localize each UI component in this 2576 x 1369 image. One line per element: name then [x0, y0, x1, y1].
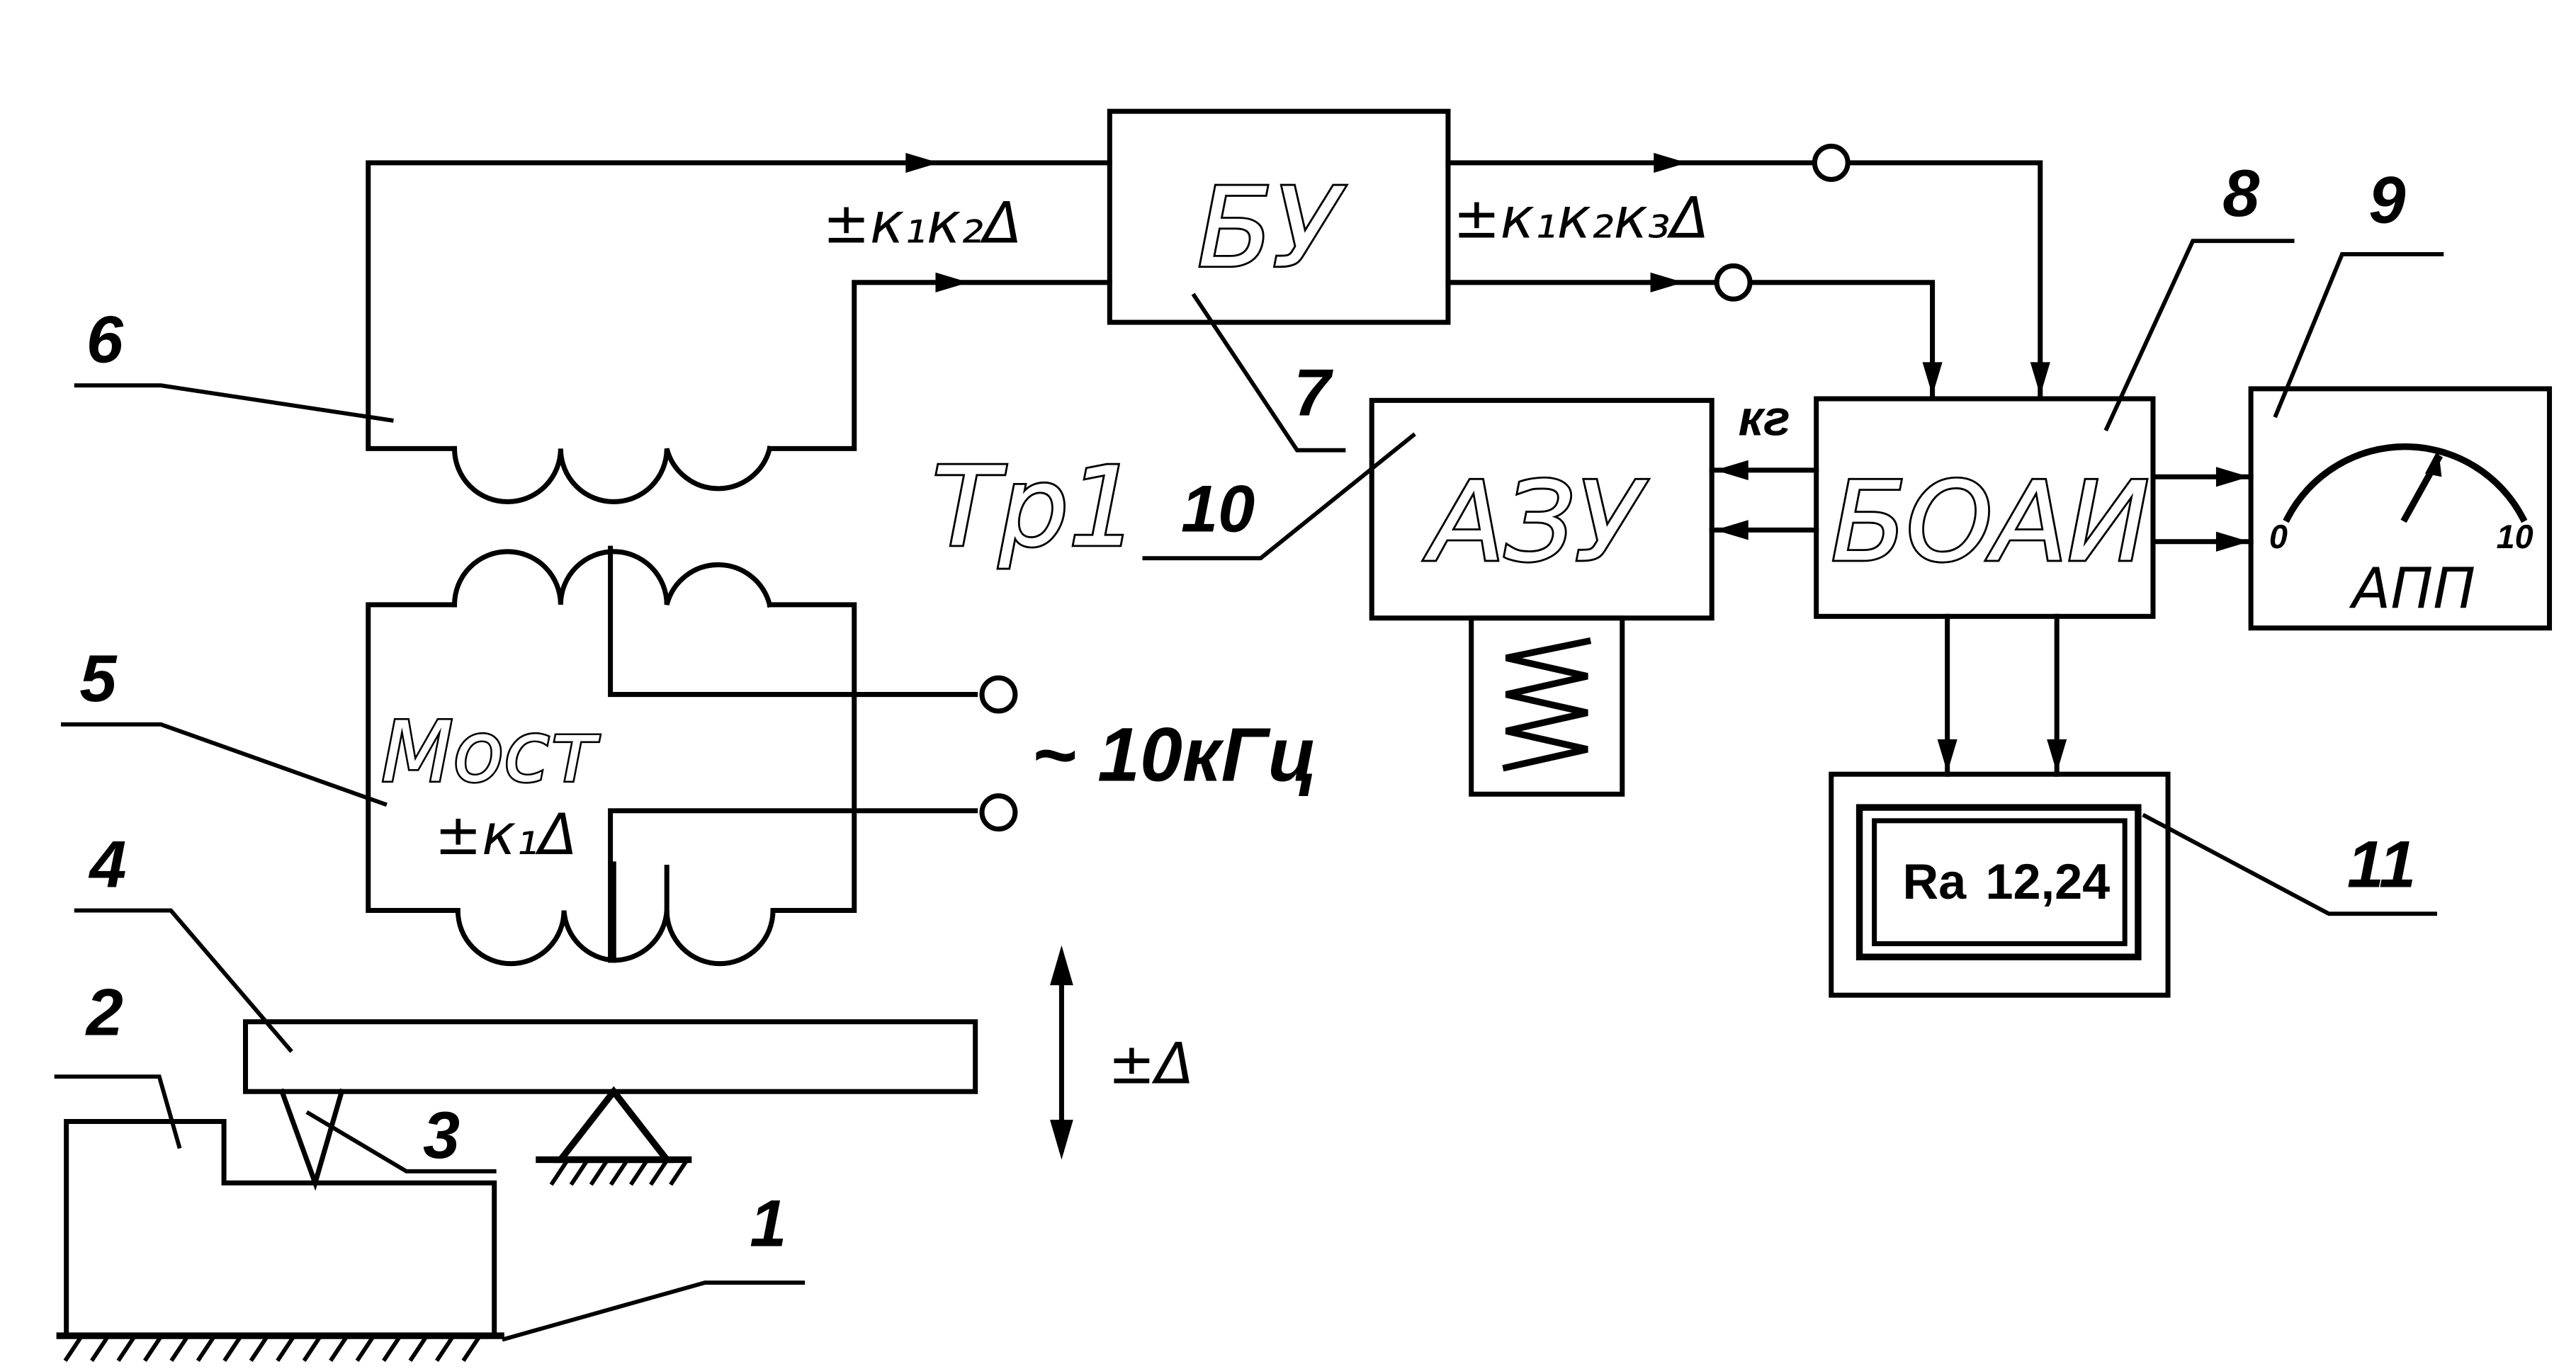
meter-needle-arrowhead: [2424, 448, 2442, 477]
arrow-bu-out-top: [1654, 152, 1688, 173]
azu-storage-element: [1469, 615, 1625, 797]
switch-terminal-top: [1812, 143, 1851, 182]
switch-terminal-bottom: [1714, 263, 1753, 302]
displacement-arrow-down: [1050, 1120, 1073, 1160]
leader-11: [2142, 812, 2437, 916]
wire-secondary-to-bu-top: [366, 160, 1112, 451]
bridge-signal: ±к₁Δ: [434, 802, 577, 868]
arrow-into-boai-left: [1922, 362, 1943, 396]
arrow-to-bu-bottom: [935, 272, 969, 292]
terminal-10khz-2: [979, 793, 1018, 832]
leader-9: [2273, 251, 2444, 419]
arrow-to-app-1: [2215, 467, 2249, 487]
callout-10: 10: [1181, 472, 1255, 546]
signal-k1k2: ±к₁к₂Δ: [823, 190, 1022, 256]
leader-6: [74, 383, 394, 423]
display-value: 12,24: [1986, 853, 2111, 909]
callout-8: 8: [2222, 156, 2259, 230]
block-azu: АЗУ: [1369, 397, 1714, 797]
block-bu: БУ: [1107, 108, 1451, 325]
bridge-circuit: Мост ±к₁Δ: [366, 545, 1018, 967]
callout-1: 1: [750, 1186, 786, 1260]
callout-11: 11: [2347, 827, 2416, 902]
arrow-bu-out-bottom: [1650, 272, 1684, 292]
callout-6: 6: [86, 302, 124, 376]
display-param: Ra: [1902, 853, 1967, 909]
block-boai: БОАИ: [1814, 396, 2156, 619]
wire-tap-upper: [608, 545, 978, 698]
arrow-to-azu-1: [1714, 460, 1749, 480]
callout-9: 9: [2368, 162, 2405, 237]
leader-4: [74, 908, 293, 1053]
callout-5: 5: [79, 641, 118, 715]
displacement-label: ±Δ: [1108, 1030, 1194, 1096]
arrow-into-boai-right: [2030, 362, 2050, 396]
stylus-tip: [278, 1088, 345, 1191]
leader-8: [2103, 239, 2295, 432]
transformer-tr1: Тр1: [451, 441, 1140, 608]
meter-scale-arc: [2283, 443, 2528, 523]
bridge-right-wire: [767, 602, 857, 914]
workpiece: [64, 1118, 497, 1339]
bridge-left-wire: [366, 602, 461, 914]
leader-10: [1142, 432, 1416, 561]
leader-7: [1191, 292, 1346, 453]
meter-scale-max: 10: [2497, 518, 2533, 555]
wire-secondary-to-bu-bottom: [767, 280, 1112, 451]
displacement-arrow-up: [1050, 945, 1073, 986]
arrow-to-bu-top: [905, 152, 939, 173]
leader-1: [502, 1280, 806, 1342]
frequency-label: ~ 10кГц: [1032, 711, 1317, 797]
lever-arm: [242, 1019, 978, 1094]
arrow-to-app-2: [2215, 531, 2249, 552]
callout-2: 2: [85, 975, 123, 1049]
secondary-coil: [451, 445, 773, 504]
wire-bu-out-top-b: [1848, 160, 2043, 402]
bridge-label: Мост: [381, 703, 600, 800]
meter-label: АПП: [2349, 556, 2475, 622]
callout-7: 7: [1294, 355, 1333, 429]
callout-3: 3: [423, 1098, 460, 1172]
block-boai-label: БОАИ: [1831, 458, 2150, 586]
arrow-to-display-2: [2047, 739, 2067, 773]
callout-4: 4: [88, 827, 126, 902]
wire-tap-lower: [608, 808, 978, 963]
signal-kg: кг: [1739, 390, 1790, 446]
block-app-meter: 0 10 АПП: [2248, 386, 2553, 631]
signal-k1k2k3: ±к₁к₂к₃Δ: [1453, 185, 1709, 251]
transformer-label: Тр1: [932, 443, 1139, 571]
arrow-to-azu-2: [1714, 520, 1749, 540]
leader-5: [61, 722, 388, 807]
ground-hatch: [63, 1336, 481, 1362]
zigzag-spring-icon: [1502, 637, 1592, 772]
block-display: Ra 12,24: [1829, 771, 2171, 998]
block-azu-label: АЗУ: [1423, 458, 1648, 586]
sensor-coil: [455, 861, 776, 967]
wire-bu-out-bottom-b: [1751, 280, 1936, 402]
terminal-10khz-1: [979, 675, 1018, 714]
pivot-hatch: [549, 1160, 689, 1186]
leader-2: [54, 1074, 182, 1149]
leader-3: [305, 1110, 497, 1174]
arrow-to-display-1: [1937, 739, 1958, 773]
primary-coil: [451, 549, 773, 608]
pivot-support: [553, 1086, 674, 1164]
meter-scale-min: 0: [2269, 518, 2288, 555]
block-bu-label: БУ: [1197, 164, 1345, 292]
